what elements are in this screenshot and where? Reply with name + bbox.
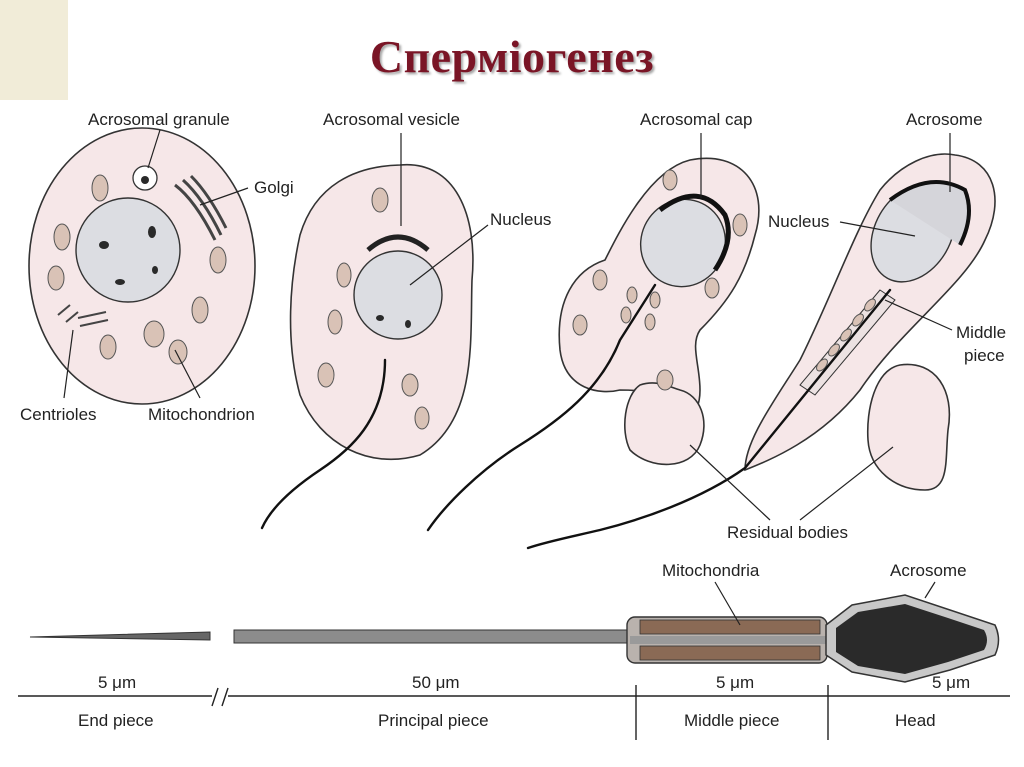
leader-residual-body-left <box>689 444 771 521</box>
mitochondrion-shape <box>840 328 852 342</box>
label-acrosomal-cap: Acrosomal cap <box>640 110 752 129</box>
mitochondrion-shape <box>572 314 588 336</box>
label-golgi: Golgi <box>254 178 294 197</box>
mitochondrion-shape <box>626 286 638 304</box>
label-acrosome-stage: Acrosome <box>906 110 983 129</box>
mitochondrion-shape <box>662 169 678 191</box>
mitochondrion-shape <box>644 313 656 331</box>
acrosome-shape <box>888 180 971 246</box>
decorative-corner-block <box>0 0 68 100</box>
leader-nucleus-2 <box>839 221 916 237</box>
segment-name: Principal piece <box>378 711 489 730</box>
mitochondrion-shape <box>99 334 117 360</box>
mitochondrial-sheath-top <box>639 619 821 635</box>
stage-3-spermatid: Acrosomal cap <box>426 110 760 532</box>
segment-scale: 5 μm 50 μm 5 μm 5 μm End piece Principal… <box>18 673 1010 740</box>
label-residual-bodies: Residual bodies <box>727 523 848 542</box>
leader-mitochondrion <box>174 349 201 399</box>
segment-size: 50 μm <box>412 673 460 692</box>
mitochondrion-shape <box>47 265 65 291</box>
mitochondrial-sheath-bottom <box>639 645 821 661</box>
stage-1-spermatid: Acrosomal granule Golgi Centrioles Mitoc… <box>20 110 294 424</box>
label-centrioles: Centrioles <box>20 405 97 424</box>
stage-4-flagellum <box>526 288 892 550</box>
mitochondrion-shape <box>401 373 419 397</box>
centrioles-shape <box>57 304 109 327</box>
leader-nucleus-1 <box>409 224 489 286</box>
label-nucleus-1: Nucleus <box>490 210 551 229</box>
sperm-nucleus-dark <box>836 604 987 674</box>
stage-2-flagellum <box>260 358 387 530</box>
end-piece <box>29 631 211 641</box>
mitochondrion-shape <box>649 291 661 309</box>
leader-middle-piece <box>884 299 953 331</box>
leader-residual-body-right <box>799 446 894 521</box>
chromatin-spot <box>148 226 156 238</box>
chromatin-spot <box>152 266 158 274</box>
mitochondrion-shape <box>816 358 828 372</box>
mitochondrion-shape <box>852 313 864 327</box>
mitochondrion-shape <box>336 262 352 288</box>
mitochondrion-shape <box>209 246 227 274</box>
chromatin-spot <box>99 241 109 249</box>
leader-acrosomal-granule <box>147 129 161 169</box>
stage-4-spermatid: Acrosome Nucleus Middle piece Residual b… <box>526 110 1006 550</box>
acrosomal-cap-shape <box>658 193 731 272</box>
chromatin-spot <box>115 279 125 285</box>
mitochondrion-shape <box>864 298 876 312</box>
stage-2-spermatid: Acrosomal vesicle Nucleus <box>260 110 551 530</box>
mitochondrion-shape <box>168 339 188 365</box>
stage-2-nucleus <box>353 250 443 340</box>
mitochondrion-shape <box>414 406 430 430</box>
mitochondrion-shape <box>143 320 165 348</box>
mitochondrion-shape <box>191 296 209 324</box>
golgi-apparatus <box>174 174 228 241</box>
label-acrosomal-granule: Acrosomal granule <box>88 110 230 129</box>
segment-size: 5 μm <box>932 673 970 692</box>
mitochondrion-shape <box>371 187 389 213</box>
segment-name: Middle piece <box>684 711 779 730</box>
mitochondrion-shape <box>704 277 720 299</box>
stage-3-residual-body <box>624 382 705 466</box>
mitochondrion-shape <box>91 174 109 202</box>
mitochondrion-shape <box>656 369 674 391</box>
principal-piece <box>233 629 631 644</box>
label-mitochondrion: Mitochondrion <box>148 405 255 424</box>
leader-centrioles <box>63 329 74 399</box>
leader-acrosome-sperm <box>924 581 936 599</box>
acrosomal-vesicle-shape <box>366 234 430 252</box>
stage-1-nucleus <box>75 197 181 303</box>
mitochondrion-shape <box>317 362 335 388</box>
mitochondrion-shape <box>620 306 632 324</box>
mature-spermatozoon: Mitochondria Acrosome <box>29 561 1000 683</box>
label-middle-piece-2: piece <box>964 346 1005 365</box>
slide-title: Сперміогенез <box>369 31 655 82</box>
leader-mitochondria <box>714 581 741 626</box>
label-acrosome-sperm: Acrosome <box>890 561 967 580</box>
segment-name: End piece <box>78 711 154 730</box>
mitochondrion-shape <box>53 223 71 251</box>
mitochondrion-shape <box>732 213 748 237</box>
segment-size: 5 μm <box>98 673 136 692</box>
stage-3-flagellum <box>426 283 657 532</box>
chromatin-spot <box>376 315 384 321</box>
chromatin-spot <box>405 320 411 328</box>
segment-size: 5 μm <box>716 673 754 692</box>
acrosomal-granule-dot <box>141 176 149 184</box>
mitochondrion-shape <box>592 269 608 291</box>
label-mitochondria: Mitochondria <box>662 561 760 580</box>
mitochondrion-shape <box>828 343 840 357</box>
stage-4-residual-body <box>866 363 951 491</box>
label-middle-piece-1: Middle <box>956 323 1006 342</box>
axoneme-core <box>630 636 828 644</box>
label-acrosomal-vesicle: Acrosomal vesicle <box>323 110 460 129</box>
mitochondrion-shape <box>327 309 343 335</box>
segment-name: Head <box>895 711 936 730</box>
label-nucleus-2: Nucleus <box>768 212 829 231</box>
leader-golgi <box>199 187 249 206</box>
scale-break-mark <box>211 687 229 707</box>
